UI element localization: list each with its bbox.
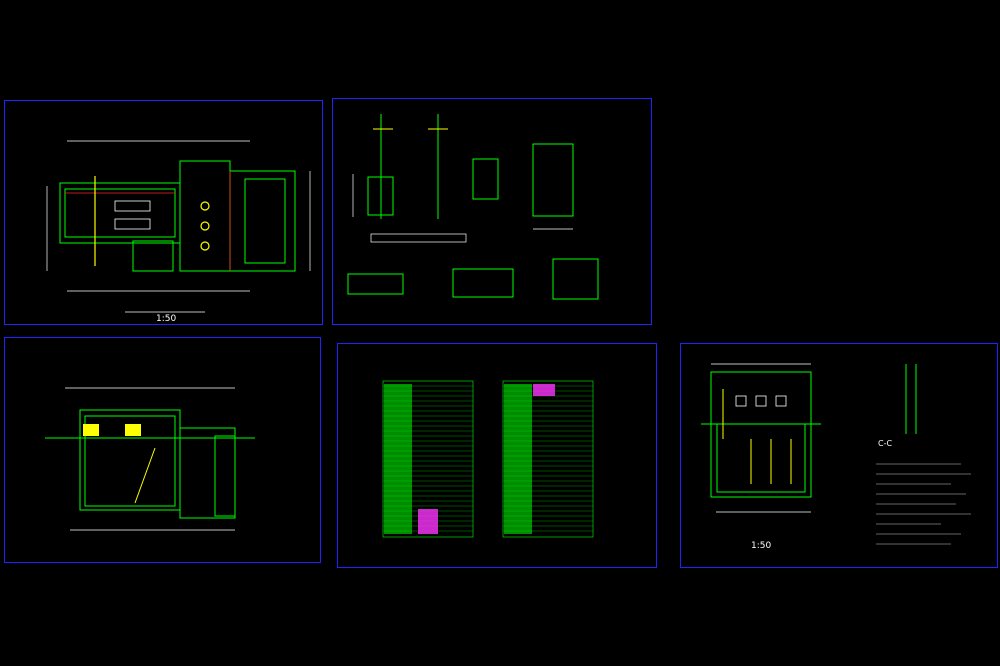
- section-label: C-C: [878, 439, 893, 448]
- drawing-sheet-section[interactable]: [4, 337, 321, 563]
- details-drawing: [347, 114, 599, 300]
- sheet-1-scale: 1:50: [156, 314, 177, 324]
- elevation-drawing: [701, 363, 971, 545]
- plan-drawing: [46, 140, 311, 313]
- drawing-sheet-plan[interactable]: 1:50: [4, 100, 323, 325]
- drawing-sheet-elevation[interactable]: 1:50 C-C: [680, 343, 998, 568]
- drawing-sheet-details[interactable]: [332, 98, 652, 325]
- sheet-5-scale: 1:50: [751, 541, 772, 551]
- drawing-sheet-schedules[interactable]: [337, 343, 657, 568]
- schedule-tables: [382, 380, 594, 538]
- section-drawing: [45, 387, 255, 531]
